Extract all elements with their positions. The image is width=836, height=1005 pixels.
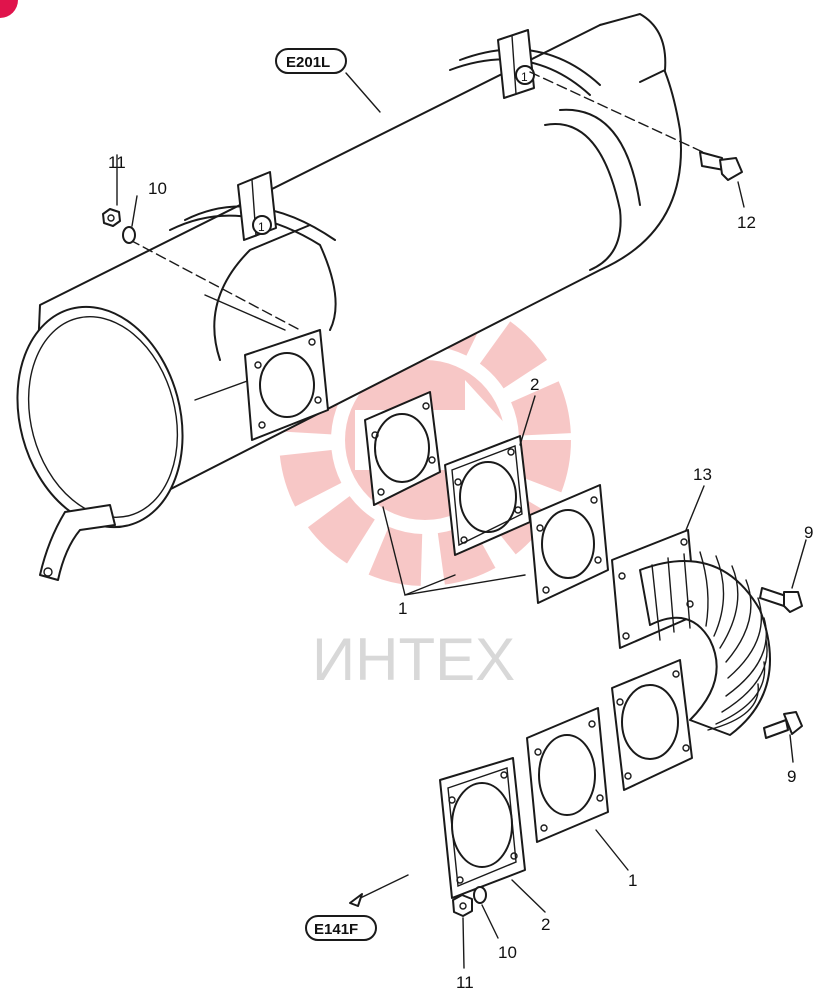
callout-1-mid: 1: [398, 599, 407, 618]
gasket-1-middle: [529, 484, 609, 604]
clamp-badge-label-1: 1: [258, 220, 265, 234]
callout-11-bottom: 11: [456, 973, 474, 992]
callout-9-top: 9: [804, 523, 813, 542]
callout-9-bottom: 9: [787, 767, 796, 786]
callout-10-bottom: 10: [498, 943, 517, 962]
nut-11-top: [102, 154, 121, 227]
bolt-9-top: [759, 539, 807, 613]
flexible-pipe-13: [611, 529, 771, 791]
muffler: 1 1: [16, 13, 682, 581]
reference-label-e201l: E201L: [286, 54, 330, 71]
washer-10-top: [122, 195, 138, 244]
callout-2-bottom: 2: [541, 915, 550, 934]
nut-11-bottom: [452, 894, 473, 969]
bolt-12: [699, 151, 745, 208]
spacer-flange-2-upper: [444, 435, 531, 556]
clamp-badge-label-2: 1: [521, 70, 528, 84]
callout-13: 13: [693, 465, 712, 484]
reference-label-e141f: E141F: [314, 921, 358, 938]
reference-tag-e141f[interactable]: E141F: [305, 874, 409, 941]
callout-1-bottom: 1: [628, 871, 637, 890]
gasket-1-upper: [364, 391, 441, 506]
spacer-flange-2-lower: [439, 757, 526, 899]
callout-11-top: 11: [108, 153, 126, 172]
bolt-9-bottom: [763, 711, 803, 763]
callout-12: 12: [737, 213, 756, 232]
watermark-text: ИНТЕХ: [312, 626, 515, 693]
gasket-1-lower: [526, 707, 609, 843]
corner-badge: [0, 0, 18, 18]
callout-10-top: 10: [148, 179, 167, 198]
callout-2-top: 2: [530, 375, 539, 394]
reference-tag-e201l[interactable]: E201L: [275, 48, 381, 113]
washer-10-bottom: [473, 886, 499, 939]
